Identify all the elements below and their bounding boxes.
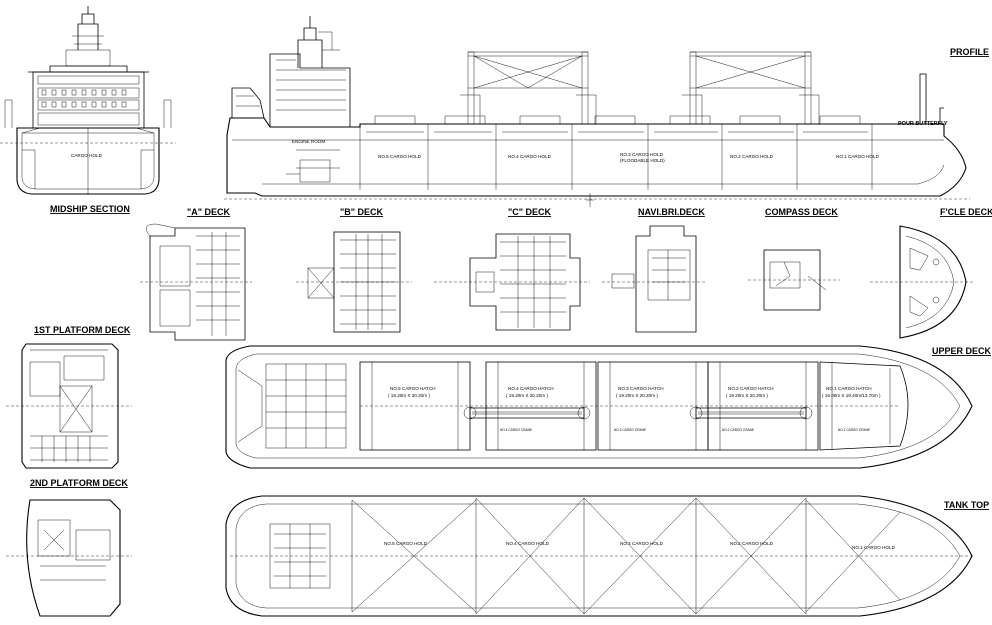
midship-section-view: CARGO HOLD [0, 6, 176, 195]
upper-hatch-2-name: NO.2 CARGO HATCH [728, 386, 774, 391]
navi-bri-deck-title: NAVI.BRI.DECK [638, 207, 705, 217]
crane-4-label: NO.4 CARGO CRANE [500, 428, 532, 432]
upper-deck-title: UPPER DECK [932, 346, 992, 356]
tank-top-title: TANK TOP [944, 500, 989, 510]
b-deck-title: "B" DECK [340, 207, 384, 217]
a-deck-plan [140, 223, 252, 341]
first-platform-deck-plan [6, 343, 132, 469]
profile-hold-2: NO.2 CARGO HOLD [730, 154, 774, 159]
upper-hatch-1-name: NO.1 CARGO HATCH [826, 386, 872, 391]
profile-hold-4: NO.4 CARGO HOLD [508, 154, 552, 159]
a-deck-title: "A" DECK [187, 207, 231, 217]
tanktop-hold-1: NO.1 CARGO HOLD [852, 545, 896, 550]
profile-hold-3: NO.3 CARGO HOLD [620, 152, 664, 157]
tanktop-hold-2: NO.2 CARGO HOLD [730, 541, 774, 546]
profile-view: ENGINE ROOM POUR BUTTERFLY NO.5 CARGO HO… [224, 16, 970, 207]
compass-deck-plan [748, 249, 840, 311]
profile-hold-5: NO.5 CARGO HOLD [378, 154, 422, 159]
upper-hatch-4-size: ( 19.20m X 20.20m ) [506, 393, 548, 398]
fcle-deck-title: F'CLE DECK [940, 207, 992, 217]
second-platform-deck-plan [6, 499, 132, 617]
upper-hatch-5-size: ( 19.20m X 20.20m ) [388, 393, 430, 398]
crane-2-label: NO.2 CARGO CRANE [722, 428, 754, 432]
b-deck-plan [296, 231, 412, 333]
second-platform-deck-title: 2ND PLATFORM DECK [30, 478, 128, 488]
ship-name: POUR BUTTERFLY [898, 121, 948, 127]
upper-deck-plan: NO.5 CARGO HATCH ( 19.20m X 20.20m ) NO.… [225, 345, 973, 469]
tanktop-hold-4: NO.4 CARGO HOLD [506, 541, 550, 546]
compass-deck-title: COMPASS DECK [765, 207, 838, 217]
crane-3-label: NO.3 CARGO CRANE [614, 428, 646, 432]
c-deck-plan [434, 233, 590, 331]
profile-hold-1: NO.1 CARGO HOLD [836, 154, 880, 159]
upper-hatch-3-name: NO.3 CARGO HATCH [618, 386, 664, 391]
upper-hatch-4-name: NO.4 CARGO HATCH [508, 386, 554, 391]
tanktop-hold-3: NO.3 CARGO HOLD [620, 541, 664, 546]
crane-1-label: NO.1 CARGO CRANE [838, 428, 870, 432]
engine-room-label: ENGINE ROOM [292, 139, 325, 144]
profile-hold-3-sub: (FLOODABLE HOLD) [620, 158, 665, 163]
profile-title: PROFILE [950, 47, 989, 57]
tank-top-plan: NO.5 CARGO HOLD NO.4 CARGO HOLD NO.3 CAR… [225, 495, 975, 617]
upper-hatch-3-size: ( 19.20m X 20.20m ) [616, 393, 658, 398]
midship-hold-label: CARGO HOLD [71, 153, 103, 158]
navi-bridge-deck-plan [602, 225, 706, 333]
upper-hatch-5-name: NO.5 CARGO HATCH [390, 386, 436, 391]
tanktop-hold-5: NO.5 CARGO HOLD [384, 541, 428, 546]
c-deck-title: "C" DECK [508, 207, 552, 217]
fcle-deck-plan [870, 225, 975, 339]
midship-section-title: MIDSHIP SECTION [50, 204, 130, 214]
upper-hatch-2-size: ( 19.20m X 20.20m ) [726, 393, 768, 398]
first-platform-deck-title: 1ST PLATFORM DECK [34, 325, 131, 335]
upper-hatch-1-size: ( 16.00m X 19.40m/13.70m ) [822, 393, 881, 398]
